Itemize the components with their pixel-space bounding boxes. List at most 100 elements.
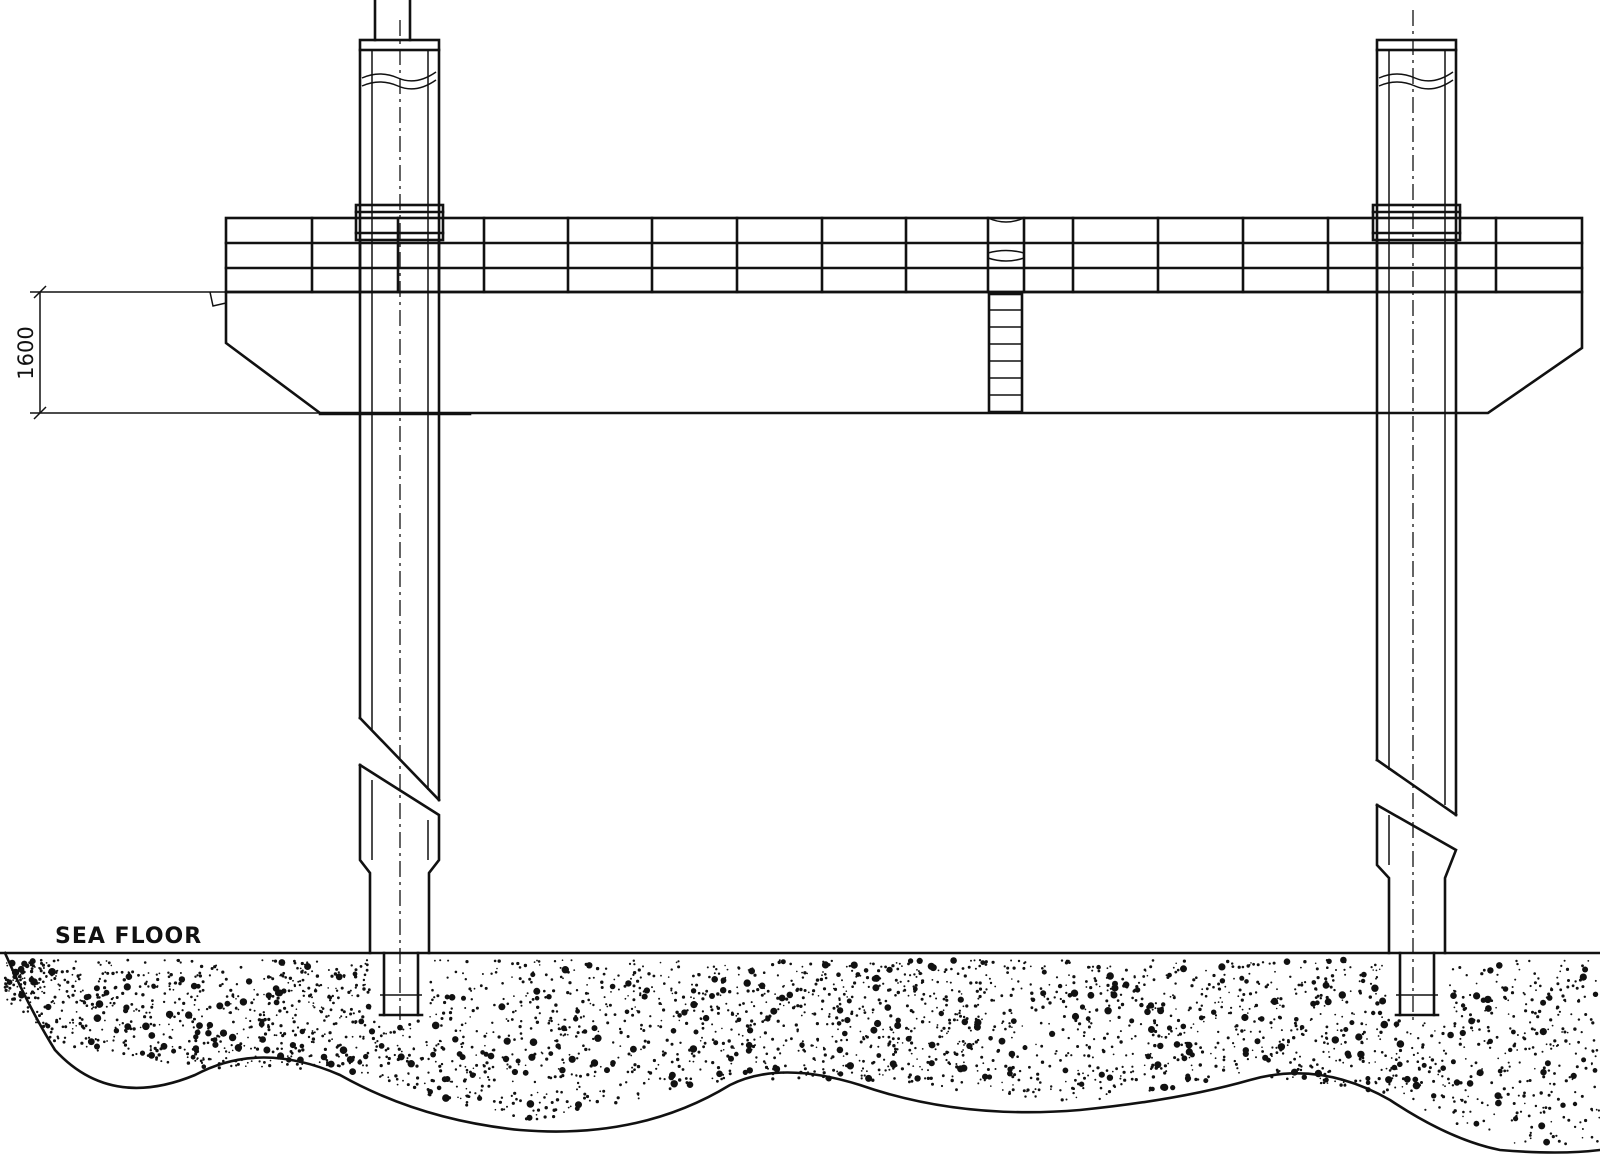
sediment-speck	[782, 985, 785, 988]
sediment-speck	[984, 1012, 987, 1015]
sediment-speck	[36, 1021, 39, 1024]
sediment-speck	[1358, 980, 1361, 983]
sediment-speck	[295, 1062, 299, 1066]
sediment-speck	[258, 1013, 262, 1017]
sediment-speck	[263, 1032, 268, 1036]
sediment-speck	[578, 1025, 581, 1028]
sediment-speck	[905, 1026, 908, 1030]
sediment-speck	[1065, 1080, 1067, 1083]
sediment-speck	[200, 1061, 204, 1064]
sediment-speck	[790, 1037, 793, 1041]
sediment-speck	[746, 989, 750, 993]
sediment-speck	[1093, 977, 1097, 980]
sediment-speck	[362, 1035, 365, 1038]
sediment-speck	[755, 1056, 758, 1059]
sediment-speck	[1071, 1012, 1080, 1021]
sediment-speck	[778, 959, 781, 962]
sediment-speck	[402, 1028, 405, 1031]
sediment-speck	[1304, 1029, 1308, 1032]
sediment-speck	[454, 970, 458, 974]
sediment-speck	[633, 1068, 636, 1071]
sediment-speck	[267, 1002, 270, 1006]
sediment-speck	[1523, 1032, 1526, 1035]
sediment-speck	[518, 977, 522, 981]
sediment-speck	[720, 1049, 723, 1052]
sediment-speck	[632, 959, 635, 962]
sediment-speck	[670, 1060, 674, 1064]
sediment-speck	[529, 1027, 533, 1030]
sediment-speck	[1453, 1025, 1456, 1028]
sediment-speck	[926, 1060, 930, 1064]
sediment-speck	[84, 1037, 88, 1040]
sediment-speck	[80, 1024, 84, 1028]
sediment-speck	[1281, 1004, 1285, 1008]
sediment-speck	[1096, 1066, 1100, 1070]
sediment-speck	[763, 1019, 766, 1022]
sediment-speck	[1167, 1062, 1170, 1065]
sediment-speck	[1241, 1008, 1244, 1011]
sediment-speck	[1461, 1099, 1463, 1102]
sediment-speck	[640, 1048, 642, 1051]
sediment-speck	[872, 1060, 876, 1064]
sediment-speck	[720, 977, 727, 984]
sediment-speck	[38, 982, 40, 984]
sediment-speck	[1444, 1085, 1446, 1088]
sediment-speck	[593, 1075, 596, 1078]
sediment-speck	[1421, 1057, 1425, 1060]
sediment-speck	[53, 1002, 56, 1005]
sediment-speck	[1195, 1001, 1198, 1004]
sediment-speck	[1271, 1055, 1273, 1058]
sediment-speck	[661, 1050, 665, 1053]
sediment-speck	[1385, 1076, 1393, 1084]
sediment-speck	[261, 1065, 263, 1068]
sediment-speck	[1476, 1072, 1480, 1076]
sediment-speck	[795, 1024, 797, 1026]
sediment-speck	[608, 1003, 612, 1007]
sediment-speck	[286, 1063, 289, 1066]
sediment-speck	[1453, 1109, 1457, 1113]
sediment-speck	[796, 1004, 800, 1008]
sediment-speck	[331, 994, 334, 998]
sediment-speck	[1561, 1027, 1565, 1031]
sediment-speck	[657, 1025, 660, 1027]
sediment-speck	[1411, 1046, 1414, 1050]
sediment-speck	[132, 1035, 136, 1038]
sediment-speck	[882, 1035, 885, 1038]
sediment-speck	[262, 1013, 266, 1017]
sediment-speck	[1453, 1100, 1456, 1103]
sediment-speck	[1591, 1021, 1595, 1025]
sediment-speck	[362, 1037, 365, 1040]
sediment-speck	[1172, 996, 1176, 1000]
sediment-speck	[861, 1005, 865, 1008]
sediment-speck	[198, 990, 202, 993]
sediment-speck	[435, 1013, 438, 1016]
sediment-speck	[846, 998, 852, 1004]
sediment-speck	[172, 988, 175, 991]
sediment-speck	[514, 1009, 517, 1012]
sediment-speck	[230, 1064, 233, 1068]
sediment-speck	[1167, 1033, 1170, 1035]
sediment-speck	[53, 1039, 56, 1043]
sediment-speck	[130, 1003, 134, 1006]
sediment-speck	[1539, 1111, 1542, 1114]
sediment-speck	[1535, 1031, 1539, 1036]
sediment-speck	[1022, 1045, 1028, 1051]
sediment-speck	[344, 1035, 348, 1039]
sediment-speck	[68, 996, 71, 999]
sediment-speck	[582, 1015, 585, 1018]
sediment-speck	[259, 1036, 267, 1043]
sediment-speck	[559, 1033, 563, 1036]
sediment-speck	[966, 1042, 973, 1050]
sediment-speck	[256, 993, 259, 996]
sediment-speck	[1169, 995, 1172, 998]
sediment-speck	[302, 994, 305, 997]
sediment-speck	[237, 995, 240, 998]
sediment-speck	[30, 967, 34, 970]
sediment-speck	[1282, 1038, 1285, 1042]
sediment-speck	[229, 988, 233, 992]
sediment-speck	[1050, 1085, 1053, 1088]
sediment-speck	[105, 960, 108, 962]
sediment-speck	[962, 1049, 964, 1051]
sediment-speck	[713, 972, 716, 975]
sediment-speck	[289, 1042, 296, 1049]
